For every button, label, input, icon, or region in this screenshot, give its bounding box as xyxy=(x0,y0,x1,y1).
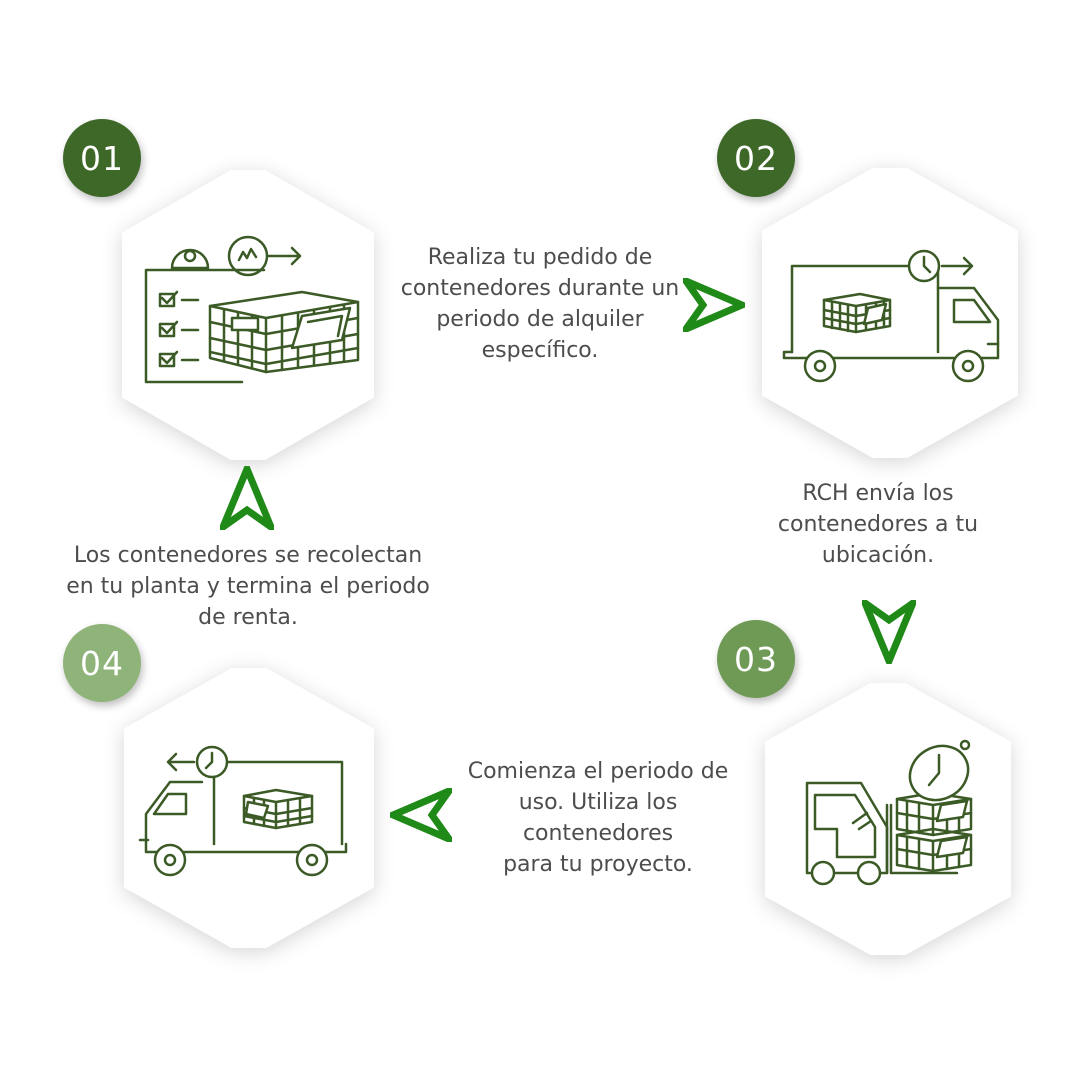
delivery-truck-crate-icon xyxy=(782,249,1000,383)
caption-step-4-to-1: Los contenedores se recolectan en tu pla… xyxy=(66,543,430,630)
step-badge-02: 02 xyxy=(717,119,795,197)
arrow-left-icon xyxy=(390,788,452,842)
step-badge-03: 03 xyxy=(717,620,795,698)
step-hexagon-01 xyxy=(122,170,374,460)
step-hexagon-03 xyxy=(765,683,1011,955)
step-badge-04: 04 xyxy=(63,624,141,702)
caption-step-1-to-2: Realiza tu pedido de contenedores durant… xyxy=(400,245,680,363)
return-truck-crate-icon xyxy=(138,745,348,877)
step-badge-01: 01 xyxy=(63,119,141,197)
caption-step-3-to-4: Comienza el periodo de uso. Utiliza los … xyxy=(467,759,729,877)
arrow-up-icon xyxy=(220,466,274,530)
caption-step-2-to-3: RCH envía los contenedores a tu ubicació… xyxy=(777,481,979,568)
arrow-right-icon xyxy=(683,278,745,332)
forklift-stacked-crates-icon xyxy=(805,739,973,886)
step-hexagon-02 xyxy=(762,168,1018,458)
arrow-down-icon xyxy=(862,600,916,664)
step-hexagon-04 xyxy=(124,668,374,948)
order-checklist-crate-icon xyxy=(144,235,360,384)
